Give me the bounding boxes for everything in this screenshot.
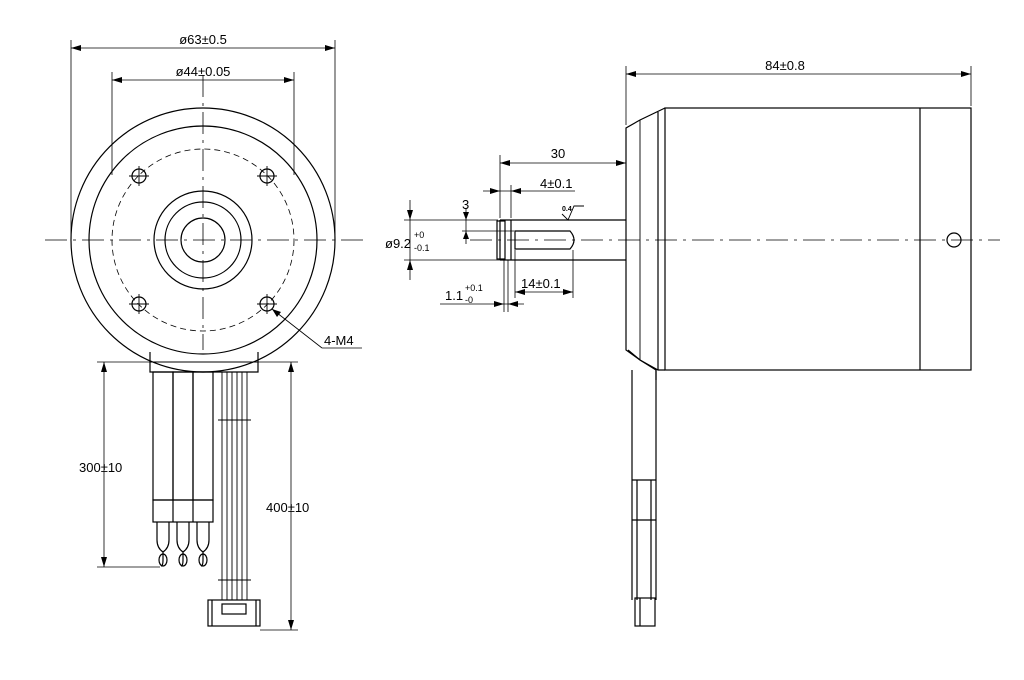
hub-inner-circle — [164, 201, 242, 279]
shaft — [496, 219, 626, 261]
dim-pilot-diameter: ø44±0.05 — [176, 64, 231, 79]
dim-shaft-dia-tol-lower: -0.1 — [414, 243, 430, 253]
dim-ring-base: 1.1 — [445, 288, 463, 303]
dim-length: 84±0.8 — [765, 58, 805, 73]
dim-long-leads: 400±10 — [266, 500, 309, 515]
bolt-circle — [111, 148, 295, 332]
dim-shaft-dia-base: ø9.2 — [385, 236, 411, 251]
surface-finish-value: 0.4 — [562, 206, 572, 213]
side-cable — [627, 349, 657, 627]
rear-hole-icon — [946, 232, 962, 248]
shaft-circle — [180, 217, 226, 263]
dim-ring-tol-upper: +0.1 — [465, 283, 483, 293]
motor-body — [664, 107, 972, 371]
dim-outer-diameter: ø63±0.5 — [179, 32, 227, 47]
signal-connector — [207, 599, 261, 627]
hub-outer-circle — [153, 190, 253, 290]
dim-ring-tol-lower: -0 — [465, 295, 473, 305]
dim-groove-width: 3 — [462, 197, 469, 212]
front-view: ø63±0.5 ø44±0.05 4-M4 300±10 400±10 — [45, 32, 365, 631]
dim-flat-length: 14±0.1 — [521, 276, 561, 291]
power-leads — [152, 371, 214, 567]
signal-leads — [218, 372, 251, 600]
inner-housing-circle — [88, 125, 318, 355]
side-view: 84±0.8 30 4±0.1 0.4 3 ø9.2 +0 -0.1 — [385, 58, 1000, 627]
dim-shaft-length: 30 — [551, 146, 565, 161]
front-flange — [625, 107, 666, 371]
dim-key-offset: 4±0.1 — [540, 176, 572, 191]
dim-short-leads: 300±10 — [79, 460, 122, 475]
dim-shaft-dia-tol-upper: +0 — [414, 230, 424, 240]
dim-mount-holes: 4-M4 — [324, 333, 354, 348]
surface-finish-icon — [561, 205, 584, 221]
